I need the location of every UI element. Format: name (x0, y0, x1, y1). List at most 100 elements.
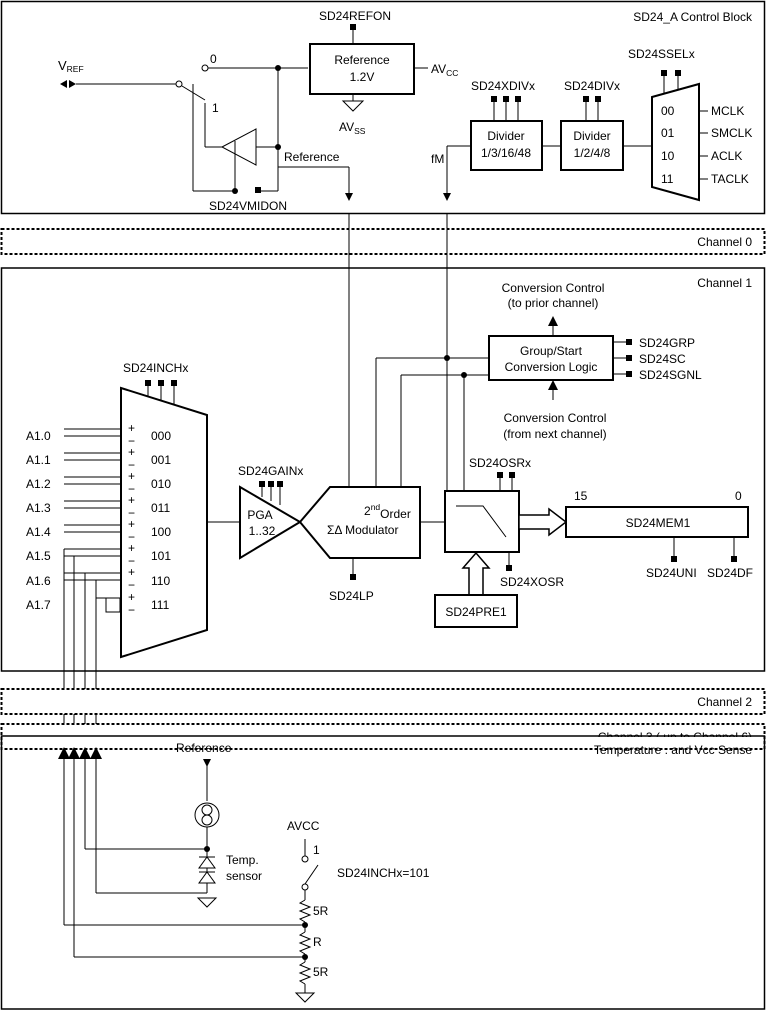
r-label: R (313, 935, 322, 949)
conv-next-arrow-icon (548, 380, 558, 390)
mux-codes: 000 001 010 011 100 101 110 111 (151, 429, 171, 612)
avss-ground-icon (341, 100, 365, 112)
uni-label: SD24UNI (646, 566, 697, 580)
avcc-label: AVCC (431, 62, 458, 78)
channel2-panel (0, 688, 766, 715)
pga-line1: PGA (247, 508, 272, 522)
code-101: 101 (151, 549, 171, 563)
divider2-line1: Divider (573, 129, 610, 143)
mem-bit0: 0 (735, 489, 742, 503)
input-a1-7: A1.7 (26, 598, 51, 612)
temp-reference-label: Reference (176, 741, 232, 755)
svg-text:+: + (128, 565, 135, 579)
lowpass-icon (456, 505, 507, 538)
vref-switch-1: 1 (212, 101, 219, 115)
input-a1-2: A1.2 (26, 477, 51, 491)
avss-label: AVSS (339, 120, 366, 136)
conv-prior-line1: Conversion Control (502, 281, 605, 295)
svg-text:+: + (128, 541, 135, 555)
control-block-panel (0, 0, 766, 215)
group-start-line1: Group/Start (520, 344, 583, 358)
svg-text:−: − (128, 458, 135, 472)
clk-code-3: 11 (661, 172, 674, 186)
pre-box (434, 594, 518, 628)
control-block-title: SD24_A Control Block (633, 10, 753, 24)
svg-text:−: − (128, 530, 135, 544)
svg-text:+: + (128, 493, 135, 507)
lp-label: SD24LP (329, 589, 374, 603)
resistor-5r-bottom-icon (298, 961, 312, 985)
filter-box (444, 490, 520, 553)
refon-label: SD24REFON (319, 9, 391, 23)
refon-bit-icon (350, 24, 356, 30)
channel1-title: Channel 1 (697, 276, 752, 290)
r5-bottom-label: 5R (313, 965, 329, 979)
ssel-label: SD24SSELx (628, 47, 695, 61)
avcc-switch-icon (304, 864, 319, 885)
channel0-title: Channel 0 (697, 235, 752, 249)
conv-next-line1: Conversion Control (504, 411, 607, 425)
code-100: 100 (151, 525, 171, 539)
resistor-r-icon (298, 931, 312, 955)
pga-line2: 1..32 (249, 524, 276, 538)
clk-code-0: 00 (661, 104, 675, 118)
sgnl-label: SD24SGNL (639, 368, 702, 382)
pre-label: SD24PRE1 (445, 605, 507, 619)
fm-label: fM (431, 152, 444, 166)
code-010: 010 (151, 477, 171, 491)
mem-bit15: 15 (574, 489, 588, 503)
input-a1-0: A1.0 (26, 429, 51, 443)
channel2-title: Channel 2 (697, 695, 752, 709)
svg-text:−: − (128, 506, 135, 520)
mem-register (565, 506, 749, 538)
mem-label: SD24MEM1 (626, 516, 691, 530)
code-111: 111 (151, 598, 170, 612)
conv-prior-arrow-icon (548, 316, 558, 326)
reference-label: Reference (284, 150, 340, 164)
svg-text:−: − (128, 578, 135, 592)
buffer-amp-icon (220, 128, 257, 166)
svg-text:−: − (128, 603, 135, 617)
vref-switch-0: 0 (210, 52, 217, 66)
reference-box-line2: 1.2V (350, 70, 375, 84)
temp-sensor-line2: sensor (226, 869, 262, 883)
svg-text:+: + (128, 517, 135, 531)
vmidon-label: SD24VMIDON (209, 199, 287, 213)
clk-name-2: ACLK (711, 149, 742, 163)
input-a1-3: A1.3 (26, 501, 51, 515)
clock-mux (651, 82, 700, 202)
data-arrow-icon (518, 507, 568, 537)
vmidon-bit-icon (255, 187, 261, 193)
input-a1-5: A1.5 (26, 549, 51, 563)
modulator-label: ΣΔ Modulator (327, 523, 398, 537)
mux-inputs: A1.0 A1.1 A1.2 A1.3 A1.4 A1.5 A1.6 A1.7 (26, 429, 51, 612)
resistor-5r-top-icon (298, 899, 312, 923)
svg-text:−: − (128, 434, 135, 448)
inch101-label: SD24INCHx=101 (337, 866, 430, 880)
df-label: SD24DF (707, 566, 753, 580)
osr-label: SD24OSRx (469, 456, 531, 470)
gain-label: SD24GAINx (238, 464, 303, 478)
clk-code-1: 01 (661, 126, 675, 140)
divider1-line2: 1/3/16/48 (481, 146, 531, 160)
avcc-switch-1: 1 (313, 843, 320, 857)
div-label: SD24DIVx (564, 79, 620, 93)
sc-label: SD24SC (639, 352, 686, 366)
reference-box-line1: Reference (334, 53, 390, 67)
grp-label: SD24GRP (639, 336, 695, 350)
vref-switch-pole-icon (175, 80, 183, 88)
vref-label: VREF (58, 58, 84, 74)
clk-name-3: TACLK (711, 172, 749, 186)
inch-label: SD24INCHx (123, 361, 188, 375)
code-001: 001 (151, 453, 171, 467)
svg-text:+: + (128, 445, 135, 459)
input-a1-6: A1.6 (26, 574, 51, 588)
group-start-box (488, 335, 614, 381)
vref-switch-0-icon (201, 64, 209, 72)
pre-arrow-icon (461, 551, 491, 596)
group-start-line2: Conversion Logic (505, 360, 598, 374)
clk-name-0: MCLK (711, 104, 744, 118)
xdiv-label: SD24XDIVx (471, 79, 535, 93)
channel0-panel (0, 228, 766, 255)
svg-text:+: + (128, 590, 135, 604)
